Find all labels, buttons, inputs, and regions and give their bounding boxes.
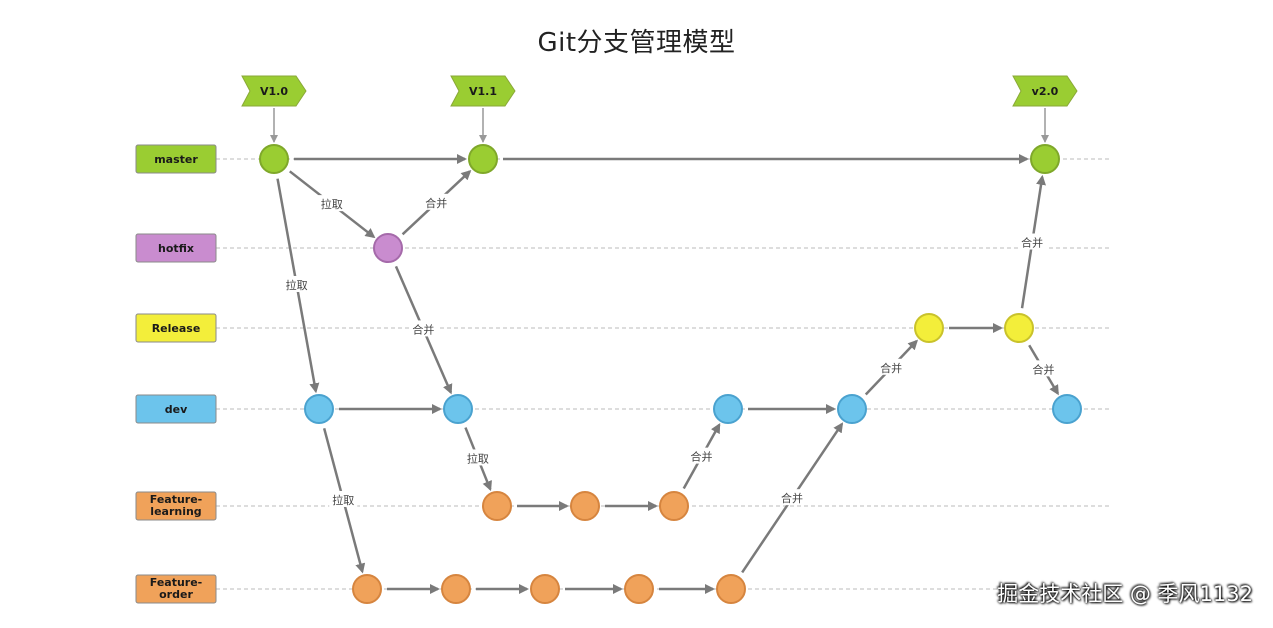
tag-flag-shape	[1012, 75, 1078, 107]
commit-node-d1	[304, 394, 334, 424]
branch-label-line: master	[154, 153, 198, 166]
edge-label-bg	[329, 490, 358, 507]
edge-label: 合并	[1033, 362, 1055, 376]
commit-node-h1	[373, 233, 403, 263]
version-tag: V1.1	[450, 75, 516, 143]
branch-label-line: Release	[152, 322, 201, 335]
commit-nodes	[259, 144, 1082, 604]
edge-label-bg	[1018, 233, 1047, 250]
branch-label-text: dev	[165, 403, 188, 416]
commit-node-r2	[1004, 313, 1034, 343]
commit-node-fo3	[530, 574, 560, 604]
branch-label-text: Release	[152, 322, 201, 335]
branch-label-feature-learning: Feature-learning	[135, 491, 217, 521]
version-tag: V1.0	[241, 75, 307, 143]
commit-edges: 拉取合并拉取合并拉取合并拉取合并合并合并合并	[276, 154, 1059, 594]
edge-label-bg	[282, 275, 311, 292]
branch-label-hotfix: hotfix	[135, 233, 217, 263]
edge-label-bg	[317, 195, 346, 212]
branch-label-box	[135, 313, 217, 343]
commit-node-d3	[713, 394, 743, 424]
version-tags: V1.0 V1.1 v2.0	[241, 75, 1078, 143]
edge-label-bg	[877, 358, 906, 375]
branch-label-box	[135, 144, 217, 174]
edge-label-bg	[422, 193, 451, 210]
branch-lanes: masterhotfixReleasedevFeature-learningFe…	[135, 144, 1112, 604]
edge-label: 合并	[781, 491, 803, 505]
tag-label: V1.0	[260, 85, 288, 98]
commit-node-d2	[443, 394, 473, 424]
tag-label: V1.1	[469, 85, 497, 98]
branch-label-line: Feature-	[150, 576, 203, 589]
edge-label-bg	[409, 320, 438, 337]
commit-node-m1	[259, 144, 289, 174]
commit-node-m2	[468, 144, 498, 174]
edge-label-bg	[687, 447, 716, 464]
watermark: 掘金技术社区 @ 季风1132	[997, 582, 1253, 606]
branch-label-text: Feature-order	[150, 576, 203, 601]
commit-node-m3	[1030, 144, 1060, 174]
tag-flag-shape	[450, 75, 516, 107]
branch-label-line: hotfix	[158, 242, 194, 255]
commit-node-d5	[1052, 394, 1082, 424]
tag-label: v2.0	[1032, 85, 1059, 98]
edge-label: 合并	[425, 196, 447, 210]
commit-node-fl1	[482, 491, 512, 521]
branch-label-text: master	[154, 153, 198, 166]
edge-label-bg	[1029, 360, 1058, 377]
branch-label-feature-order: Feature-order	[135, 574, 217, 604]
edge-label: 拉取	[321, 197, 343, 211]
commit-node-d4	[837, 394, 867, 424]
edge-label: 拉取	[286, 278, 308, 292]
commit-node-fo5	[716, 574, 746, 604]
edge-label: 合并	[412, 322, 434, 336]
branch-label-line: order	[159, 588, 193, 601]
edge-label: 拉取	[467, 451, 489, 465]
branch-label-master: master	[135, 144, 217, 174]
branch-label-box	[135, 491, 217, 521]
branch-label-line: dev	[165, 403, 188, 416]
commit-node-fl2	[570, 491, 600, 521]
commit-node-fo4	[624, 574, 654, 604]
commit-node-fo1	[352, 574, 382, 604]
branch-label-box	[135, 574, 217, 604]
edge-label: 合并	[690, 450, 712, 464]
branch-label-text: Feature-learning	[150, 493, 203, 518]
edge-label: 拉取	[332, 493, 354, 507]
edge-label-bg	[463, 449, 492, 466]
tag-flag-shape	[241, 75, 307, 107]
branch-label-box	[135, 394, 217, 424]
commit-node-fl3	[659, 491, 689, 521]
commit-node-fo2	[441, 574, 471, 604]
commit-node-r1	[914, 313, 944, 343]
branch-label-line: learning	[150, 505, 201, 518]
branch-label-text: hotfix	[158, 242, 194, 255]
branch-label-release: Release	[135, 313, 217, 343]
branch-label-box	[135, 233, 217, 263]
edge-label: 合并	[880, 361, 902, 375]
branch-label-line: Feature-	[150, 493, 203, 506]
version-tag: v2.0	[1012, 75, 1078, 143]
branch-label-dev: dev	[135, 394, 217, 424]
edge-label-bg	[778, 489, 807, 506]
edge-label: 合并	[1021, 236, 1043, 250]
page-title: Git分支管理模型	[537, 28, 736, 58]
